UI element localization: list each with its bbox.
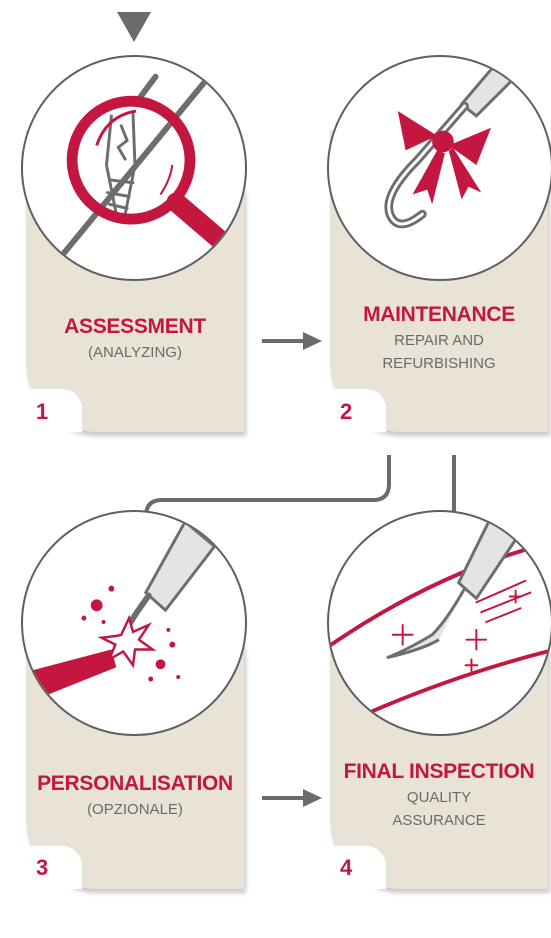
step-number-tab [26, 846, 82, 889]
step-title: MAINTENANCE [363, 303, 515, 326]
arrow-step3-to-step4 [262, 789, 322, 807]
step-title: PERSONALISATION [37, 772, 233, 795]
step-subtitle-line-1: REPAIR AND [394, 332, 484, 349]
step-icon-frame [21, 510, 247, 736]
step-number-tab [26, 389, 82, 432]
magnifier-cracked-tool-icon [39, 57, 235, 279]
laser-engraving-tool-icon [23, 519, 217, 705]
step-number: 3 [36, 855, 49, 880]
step-subtitle-line-2: ASSURANCE [392, 812, 486, 829]
tool-with-bow-icon [384, 57, 528, 229]
step-subtitle-line-1: QUALITY [406, 789, 472, 806]
step-subtitle: (ANALYZING) [88, 344, 182, 361]
step-number: 1 [36, 399, 49, 424]
step-subtitle: (OPZIONALE) [87, 801, 183, 818]
step-number-tab [330, 846, 386, 889]
step-icon-frame [21, 55, 247, 281]
step-icon-frame [327, 510, 551, 736]
step-number-tab [330, 389, 386, 432]
arrow-step1-to-step2 [262, 332, 322, 350]
step-subtitle-line-2: REFURBISHING [382, 355, 496, 372]
step-number: 4 [340, 855, 353, 880]
step-title: FINAL INSPECTION [343, 760, 535, 783]
step-icon-frame [327, 55, 551, 281]
step-number: 2 [340, 399, 353, 424]
entry-arrow-icon [117, 12, 151, 42]
sparkling-tool-icon [329, 514, 551, 733]
step-title: ASSESSMENT [64, 315, 206, 338]
